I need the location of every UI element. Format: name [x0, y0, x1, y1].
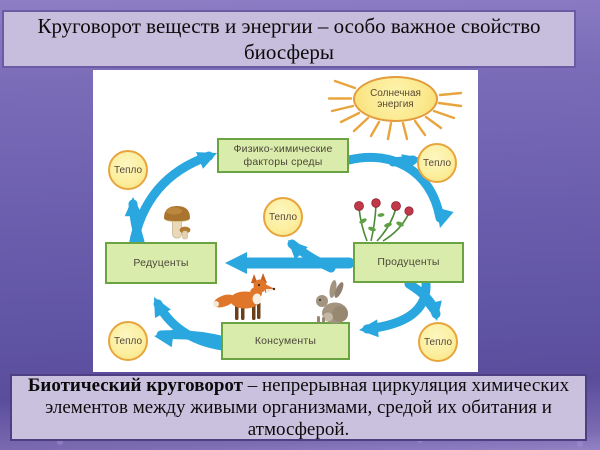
- definition-box: Биотический круговорот – непрерывная цир…: [10, 374, 587, 441]
- definition-text: – непрерывная циркуляция химических элем…: [45, 374, 570, 440]
- node-reducers: Редуценты: [105, 242, 217, 284]
- heat-label: Тепло: [423, 336, 453, 348]
- node-consumers-label: Консументы: [254, 334, 317, 347]
- cycle-arrows-graphic: [124, 79, 463, 352]
- node-consumers: Консументы: [221, 322, 350, 360]
- heat-badge-bottom-left: Тепло: [108, 321, 148, 361]
- solar-energy-badge: Солнечная энергия: [353, 76, 438, 122]
- rabbit-icon: [316, 280, 348, 324]
- diagram-panel: Солнечная энергия Физико-химические факт…: [93, 70, 478, 372]
- sun-rays-icon: [327, 79, 463, 141]
- solar-energy-label: Солнечная энергия: [370, 87, 421, 111]
- heat-badge-top-left: Тепло: [108, 150, 148, 190]
- heat-label: Тепло: [422, 157, 452, 169]
- node-reducers-label: Редуценты: [133, 256, 189, 269]
- heat-label: Тепло: [268, 211, 298, 223]
- heat-badge-center: Тепло: [263, 197, 303, 237]
- heat-badge-bottom-right: Тепло: [418, 322, 458, 362]
- fox-icon: [213, 273, 276, 320]
- heat-label: Тепло: [113, 335, 143, 347]
- cycle-arrowheads: [124, 152, 454, 348]
- node-physico-chemical-factors: Физико-химические факторы среды: [217, 138, 349, 173]
- node-producers-label: Продуценты: [377, 256, 440, 269]
- node-factors-label: Физико-химические факторы среды: [233, 143, 333, 168]
- title-box: Круговорот веществ и энергии – особо важ…: [2, 10, 576, 68]
- heat-label: Тепло: [113, 164, 143, 176]
- definition-term: Биотический круговорот: [27, 374, 243, 396]
- clover-plant-icon: [354, 198, 414, 242]
- mushroom-icon: [164, 206, 191, 240]
- slide-title: Круговорот веществ и энергии – особо важ…: [37, 14, 541, 64]
- heat-badge-top-right: Тепло: [417, 143, 457, 183]
- definition-paragraph: Биотический круговорот – непрерывная цир…: [22, 375, 575, 441]
- node-producers: Продуценты: [353, 242, 464, 283]
